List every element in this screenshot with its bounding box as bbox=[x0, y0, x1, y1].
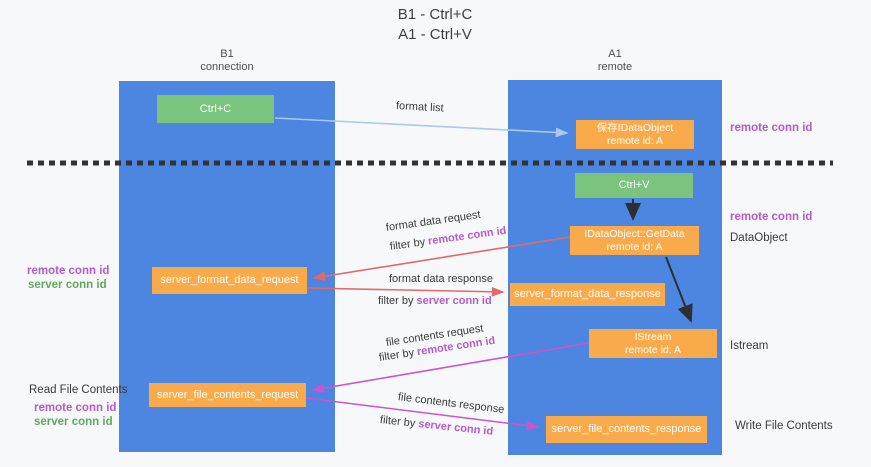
file-contents-response-arrow bbox=[305, 397, 540, 431]
format-list-arrow bbox=[274, 117, 569, 138]
node-ctrl-v-label: Ctrl+V bbox=[618, 179, 650, 191]
label-format-data-response: format data response bbox=[389, 273, 493, 285]
format-data-request-arrow bbox=[312, 236, 571, 281]
lane-a1-name: A1 bbox=[608, 48, 622, 60]
node-server-format-data-response-label: server_format_data_response bbox=[514, 288, 661, 300]
annotation-remote-conn-id-mid-right: remote conn id bbox=[730, 211, 813, 223]
annotation-read-file-contents: Read File Contents bbox=[29, 384, 128, 396]
node-getdata-line1: IDataObject::GetData bbox=[584, 227, 685, 240]
format-data-response-arrow bbox=[306, 286, 505, 297]
getdata-to-istream-arrow bbox=[665, 256, 693, 323]
node-server-file-contents-response: server_file_contents_response bbox=[546, 416, 707, 443]
lane-b1-name: B1 bbox=[220, 48, 234, 60]
node-server-format-data-request: server_format_data_request bbox=[152, 267, 307, 294]
node-ctrl-c: Ctrl+C bbox=[157, 95, 274, 123]
node-ctrl-v: Ctrl+V bbox=[575, 173, 693, 198]
node-server-file-contents-response-label: server_file_contents_response bbox=[551, 423, 702, 435]
label-filter-format-response: filter by server conn id bbox=[378, 295, 492, 307]
node-ctrl-c-label: Ctrl+C bbox=[199, 102, 232, 115]
node-istream-line2: remote id: A bbox=[624, 343, 682, 356]
annotation-remote-conn-id-bottom-left: remote conn id bbox=[34, 402, 117, 414]
node-save-dataobject-line2: remote id: A bbox=[606, 134, 664, 147]
node-istream-line1: IStream bbox=[634, 330, 672, 343]
node-server-format-data-request-label: server_format_data_request bbox=[160, 274, 299, 286]
title-line-2: A1 - Ctrl+V bbox=[398, 26, 472, 43]
annotation-remote-conn-id-top-left: remote conn id bbox=[27, 265, 110, 277]
annotation-server-conn-id-bottom-left: server conn id bbox=[34, 416, 113, 428]
annotation-dataobject: DataObject bbox=[730, 232, 788, 244]
annotation-write-file-contents: Write File Contents bbox=[735, 420, 833, 432]
label-format-list: format list bbox=[395, 100, 444, 115]
title-line-1: B1 - Ctrl+C bbox=[397, 6, 473, 23]
node-save-dataobject-line1: 保存IDataObject bbox=[596, 121, 674, 134]
annotation-server-conn-id-top-left: server conn id bbox=[28, 279, 107, 291]
file-contents-request-arrow bbox=[311, 342, 590, 393]
filter-key-server-conn-id: server conn id bbox=[416, 295, 492, 307]
lane-b1-role: connection bbox=[200, 61, 254, 73]
annotation-remote-conn-id-top-right: remote conn id bbox=[730, 122, 813, 134]
node-save-dataobject: 保存IDataObject remote id: A bbox=[576, 120, 694, 149]
lane-a1-role: remote bbox=[597, 61, 633, 73]
filter-prefix: filter by bbox=[378, 295, 417, 307]
node-istream: IStream remote id: A bbox=[589, 329, 717, 358]
node-server-file-contents-request: server_file_contents_request bbox=[149, 383, 306, 407]
annotation-istream: Istream bbox=[730, 340, 769, 352]
node-getdata-line2: remote id: A bbox=[606, 240, 663, 253]
diagram-title: B1 - Ctrl+C A1 - Ctrl+V bbox=[310, 5, 560, 45]
lane-header-b1: B1 connection bbox=[119, 48, 335, 74]
lane-header-a1: A1 remote bbox=[508, 48, 722, 74]
node-server-format-data-response: server_format_data_response bbox=[510, 283, 665, 306]
node-getdata: IDataObject::GetData remote id: A bbox=[570, 226, 699, 255]
node-server-file-contents-request-label: server_file_contents_request bbox=[156, 388, 299, 401]
